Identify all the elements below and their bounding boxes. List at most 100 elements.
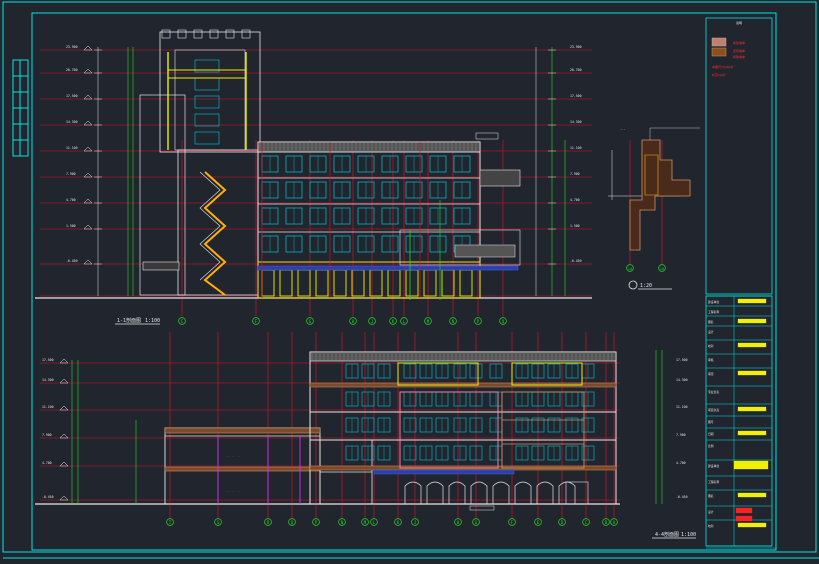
parapet <box>177 29 187 39</box>
tb-label: 校对 <box>708 344 714 348</box>
axis-label: N <box>452 319 455 324</box>
legend-note: 原有墙体 <box>733 48 745 53</box>
axis-label: N <box>341 520 344 525</box>
level-text: 17.500 <box>570 94 582 98</box>
lower-title-text: 4-4剖面图 <box>655 531 679 538</box>
tb-stamp <box>733 460 769 470</box>
arcade-bay <box>405 269 419 297</box>
arch <box>426 481 444 504</box>
level-mark <box>59 378 69 384</box>
cornice <box>309 351 617 362</box>
tb-value <box>737 342 767 348</box>
tb-label: 建设单位 <box>708 300 719 304</box>
annex-roof <box>479 169 521 187</box>
axis-bubble <box>508 518 516 526</box>
tower-window <box>194 77 220 91</box>
axis-bubble <box>400 317 408 325</box>
level-text: -0.450 <box>570 259 582 263</box>
arcade-bay <box>279 269 293 297</box>
tall-block <box>309 351 617 505</box>
annex-canopy <box>454 244 516 258</box>
ground-tag <box>469 505 495 511</box>
axis-bubble <box>449 317 457 325</box>
tb-label: 图名 <box>708 494 714 498</box>
level-text: 4.700 <box>66 198 76 202</box>
axis-label: 14 <box>628 267 632 271</box>
axis-bubble <box>288 518 296 526</box>
axis-label: B <box>605 520 608 525</box>
wall-detail: 14 15 --- <box>608 127 700 272</box>
legend-note: 本图尺寸以mm计 <box>712 64 734 69</box>
yellow-band <box>511 362 583 386</box>
legend-note: 拆除墙体 <box>733 54 745 59</box>
tower-window <box>194 59 220 73</box>
outer-frame <box>2 1 817 553</box>
level-text: 1.500 <box>66 224 76 228</box>
axis-bubble <box>370 518 378 526</box>
level-mark <box>83 224 93 230</box>
parapet <box>193 29 203 39</box>
level-text: 23.900 <box>570 45 582 49</box>
level-mark <box>83 94 93 100</box>
detail-insulation <box>644 154 659 196</box>
tb-value <box>737 522 767 528</box>
binding-strip <box>12 59 29 157</box>
axis-label: 15 <box>660 267 664 271</box>
stair-rail <box>199 171 221 281</box>
tower-band <box>167 69 247 79</box>
axis-label: C <box>181 319 184 324</box>
level-mark <box>83 198 93 204</box>
level-text: 14.300 <box>570 120 582 124</box>
cut-frame <box>399 391 499 469</box>
tb-label: 专业负责 <box>708 390 719 394</box>
level-mark <box>59 461 69 467</box>
level-text: -0.450 <box>42 495 54 499</box>
level-text: 7.900 <box>570 172 580 176</box>
legend-note: 新建墙体 <box>733 40 745 45</box>
upper-title: 1-1剖面图 1:100 <box>115 317 160 325</box>
level-text: 23.900 <box>66 45 78 49</box>
tower-window <box>194 113 220 127</box>
axis-bubble <box>534 518 542 526</box>
axis-label: K <box>392 319 395 324</box>
axis-label: Q <box>502 319 505 324</box>
stair-tower <box>177 149 259 296</box>
arcade-bay <box>315 269 329 297</box>
level-mark <box>59 495 69 501</box>
axis-bubble <box>394 518 402 526</box>
axis-label: Q <box>291 520 294 525</box>
axis-label: E <box>537 520 540 525</box>
level-text: -0.450 <box>66 259 78 263</box>
axis-label: M <box>427 319 430 324</box>
axis-bubble <box>626 264 634 272</box>
detail-profile <box>629 139 691 251</box>
arcade-bay <box>387 269 401 297</box>
parapet <box>225 29 235 39</box>
axis-bubble <box>424 317 432 325</box>
dim-text: --- <box>620 127 626 131</box>
axis-bubble <box>252 317 260 325</box>
tb-red <box>735 507 753 514</box>
canopy <box>142 261 180 271</box>
tower-core <box>174 49 246 151</box>
tb-label: 审核 <box>708 358 714 362</box>
axis-bubble <box>454 518 462 526</box>
axis-bubble <box>472 518 480 526</box>
level-text: 7.900 <box>676 433 686 437</box>
legend-note: 标高以m计 <box>712 72 726 77</box>
axis-label: H <box>352 319 355 324</box>
slab-blue <box>373 469 515 475</box>
axis-bubble <box>389 317 397 325</box>
parapet <box>241 29 251 39</box>
axis-label: P <box>477 319 480 324</box>
arcade-bay <box>351 269 365 297</box>
upper-title-text: 1-1剖面图 <box>117 317 141 324</box>
inner-frame <box>31 12 777 551</box>
axis-bubble <box>499 317 507 325</box>
arcade-bay <box>261 269 275 297</box>
tb-label: 日期 <box>708 432 714 436</box>
axis-label: C <box>585 520 588 525</box>
level-text: -0.450 <box>676 495 688 499</box>
upper-title-scale: 1:100 <box>145 318 160 324</box>
axis-bubble <box>602 518 610 526</box>
